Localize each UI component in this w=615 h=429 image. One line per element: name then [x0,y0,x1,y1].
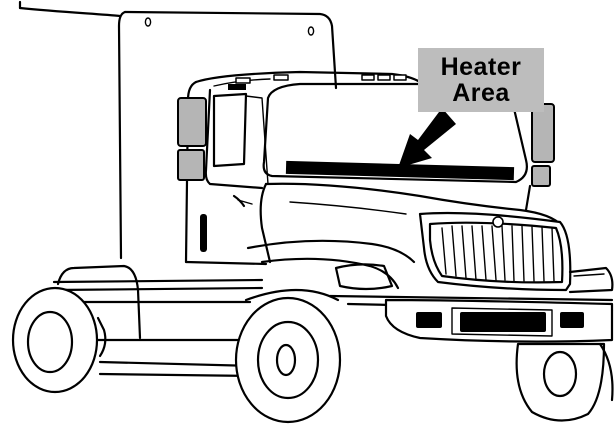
left-mirror [178,98,206,180]
callout-line-1: Heater [441,54,522,80]
arrow-icon [398,108,456,168]
front-right-wheel [517,344,613,421]
heater-area-callout: Heater Area [418,48,544,112]
rear-wheel [13,288,105,392]
bumper [330,296,612,342]
callout-line-2: Area [452,80,510,106]
front-wheel [236,290,340,422]
grille [420,213,570,290]
headlight [570,268,612,292]
